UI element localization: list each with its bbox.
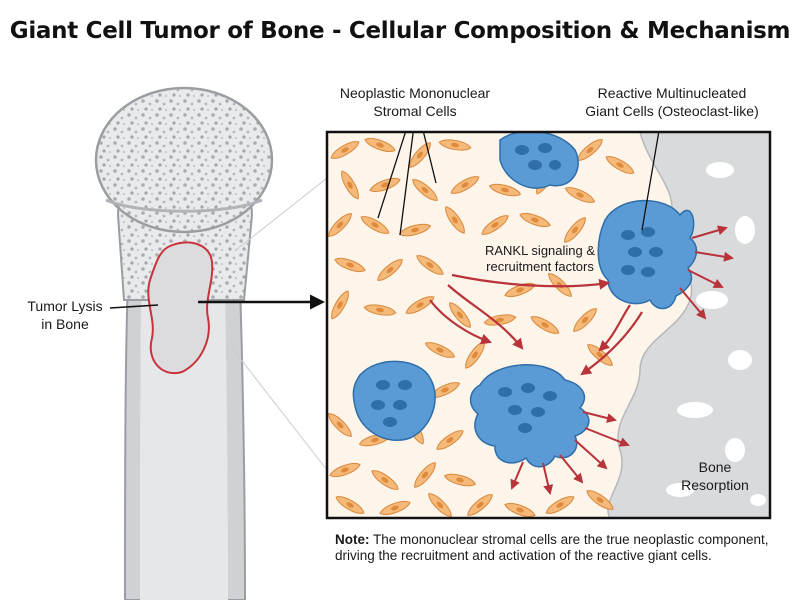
giant-cells-label-line2: Giant Cells (Osteoclast-like): [585, 103, 759, 119]
stromal-cells-label: Neoplastic Mononuclear Stromal Cells: [315, 84, 515, 120]
giant-cell-center: [469, 364, 590, 468]
histology-panel-frame: [325, 130, 772, 520]
rankl-label: RANKL signaling & recruitment factors: [466, 243, 614, 275]
stromal-cells-label-line2: Stromal Cells: [373, 103, 457, 119]
giant-cells-label-line1: Reactive Multinucleated: [597, 85, 747, 101]
rankl-label-line2: recruitment factors: [486, 259, 594, 274]
rankl-label-line1: RANKL signaling &: [484, 243, 596, 258]
stromal-cells-label-line1: Neoplastic Mononuclear: [339, 85, 491, 101]
bone-matrix-pits: [666, 162, 766, 506]
bone-resorption-label-line1: Bone: [698, 459, 732, 475]
zoom-guide-top: [235, 177, 328, 251]
bone-resorption-label-line2: Resorption: [681, 477, 749, 493]
tumor-lysis-leader: [109, 304, 159, 309]
tumor-lysis-outline: [147, 241, 214, 375]
rankl-arrows: [429, 273, 643, 376]
page-title: Giant Cell Tumor of Bone - Cellular Comp…: [9, 18, 791, 44]
zoom-guide-bottom: [231, 347, 328, 471]
tumor-lysis-label: Tumor Lysis in Bone: [6, 297, 124, 333]
tumor-lysis-label-line1: Tumor Lysis: [27, 298, 103, 314]
tumor-lysis-label-line2: in Bone: [41, 316, 89, 332]
giant-cell-top: [499, 132, 579, 189]
note-body: The mononuclear stromal cells are the tr…: [335, 532, 769, 563]
bone-resorption-label: Bone Resorption: [665, 458, 765, 494]
note-prefix: Note:: [335, 532, 370, 547]
resorption-arrows: [510, 225, 734, 495]
giant-cells-label: Reactive Multinucleated Giant Cells (Ost…: [560, 84, 784, 120]
note-text: Note: The mononuclear stromal cells are …: [335, 532, 775, 564]
giant-cell-left: [352, 360, 436, 441]
label-leaders: [377, 132, 660, 236]
